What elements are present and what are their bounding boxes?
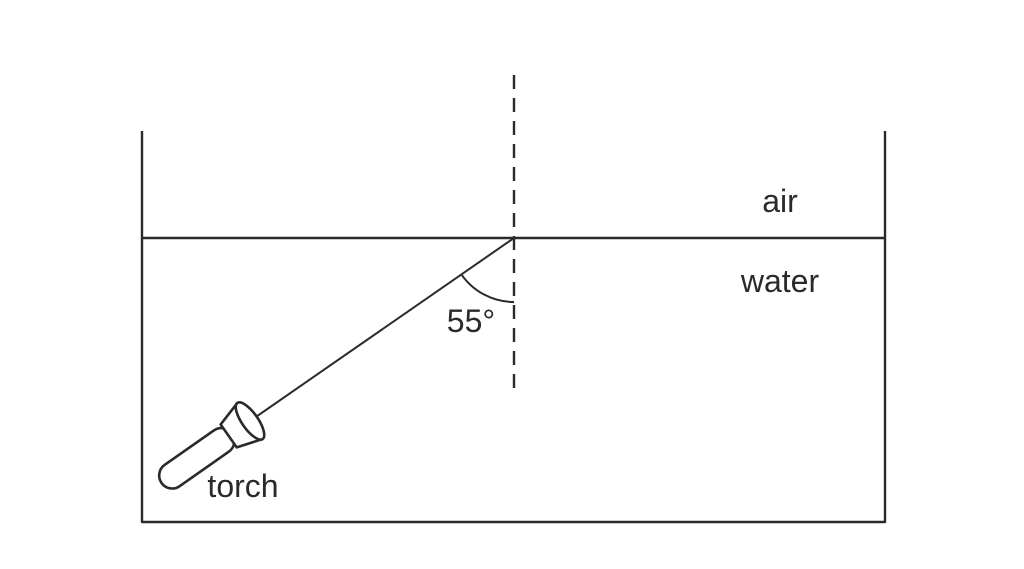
- tank-outline: [140, 131, 887, 524]
- angle-label: 55°: [447, 303, 495, 339]
- torch-icon: [157, 401, 266, 490]
- light-ray-line: [249, 237, 515, 422]
- angle-arc: [460, 273, 515, 303]
- air-label: air: [762, 183, 798, 219]
- torch-label: torch: [207, 468, 278, 504]
- torch-lens: [234, 401, 266, 441]
- water-label: water: [740, 263, 820, 299]
